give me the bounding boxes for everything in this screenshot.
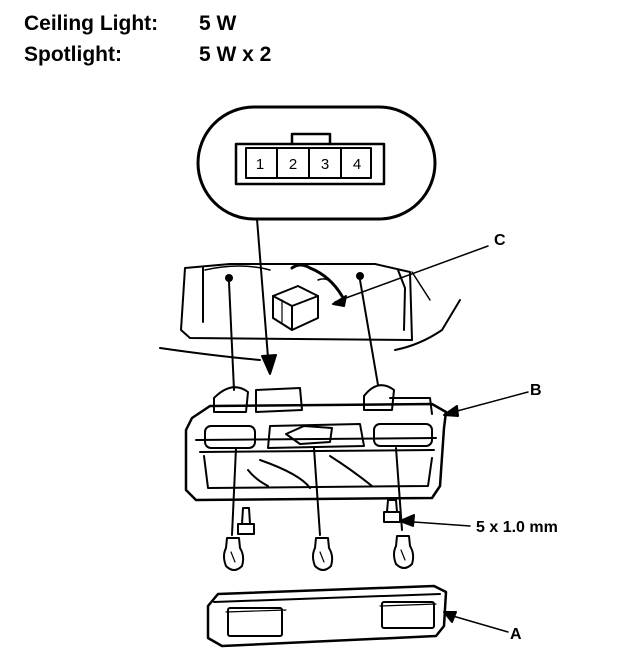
callout-b: B [530, 382, 542, 399]
pin-4: 4 [353, 156, 361, 173]
spotlight-label: Spotlight: [24, 43, 122, 66]
ceiling-light-label: Ceiling Light: [24, 12, 159, 35]
screw-size-label: 5 x 1.0 mm [476, 519, 558, 536]
bulb-center [312, 537, 334, 571]
bulb-left [223, 537, 245, 571]
spotlight-value: 5 W x 2 [199, 43, 272, 66]
light-housing-b [184, 384, 448, 502]
lens-a [206, 584, 448, 648]
connector-detail-bubble [196, 105, 437, 221]
screw-left [237, 507, 255, 535]
callout-c: C [494, 232, 506, 249]
pin-3: 3 [321, 156, 329, 173]
bulb-right [393, 535, 415, 569]
screw-right [383, 499, 401, 523]
ceiling-light-value: 5 W [199, 12, 237, 35]
pin-2: 2 [289, 156, 297, 173]
pin-1: 1 [256, 156, 264, 173]
callout-a: A [510, 626, 522, 643]
